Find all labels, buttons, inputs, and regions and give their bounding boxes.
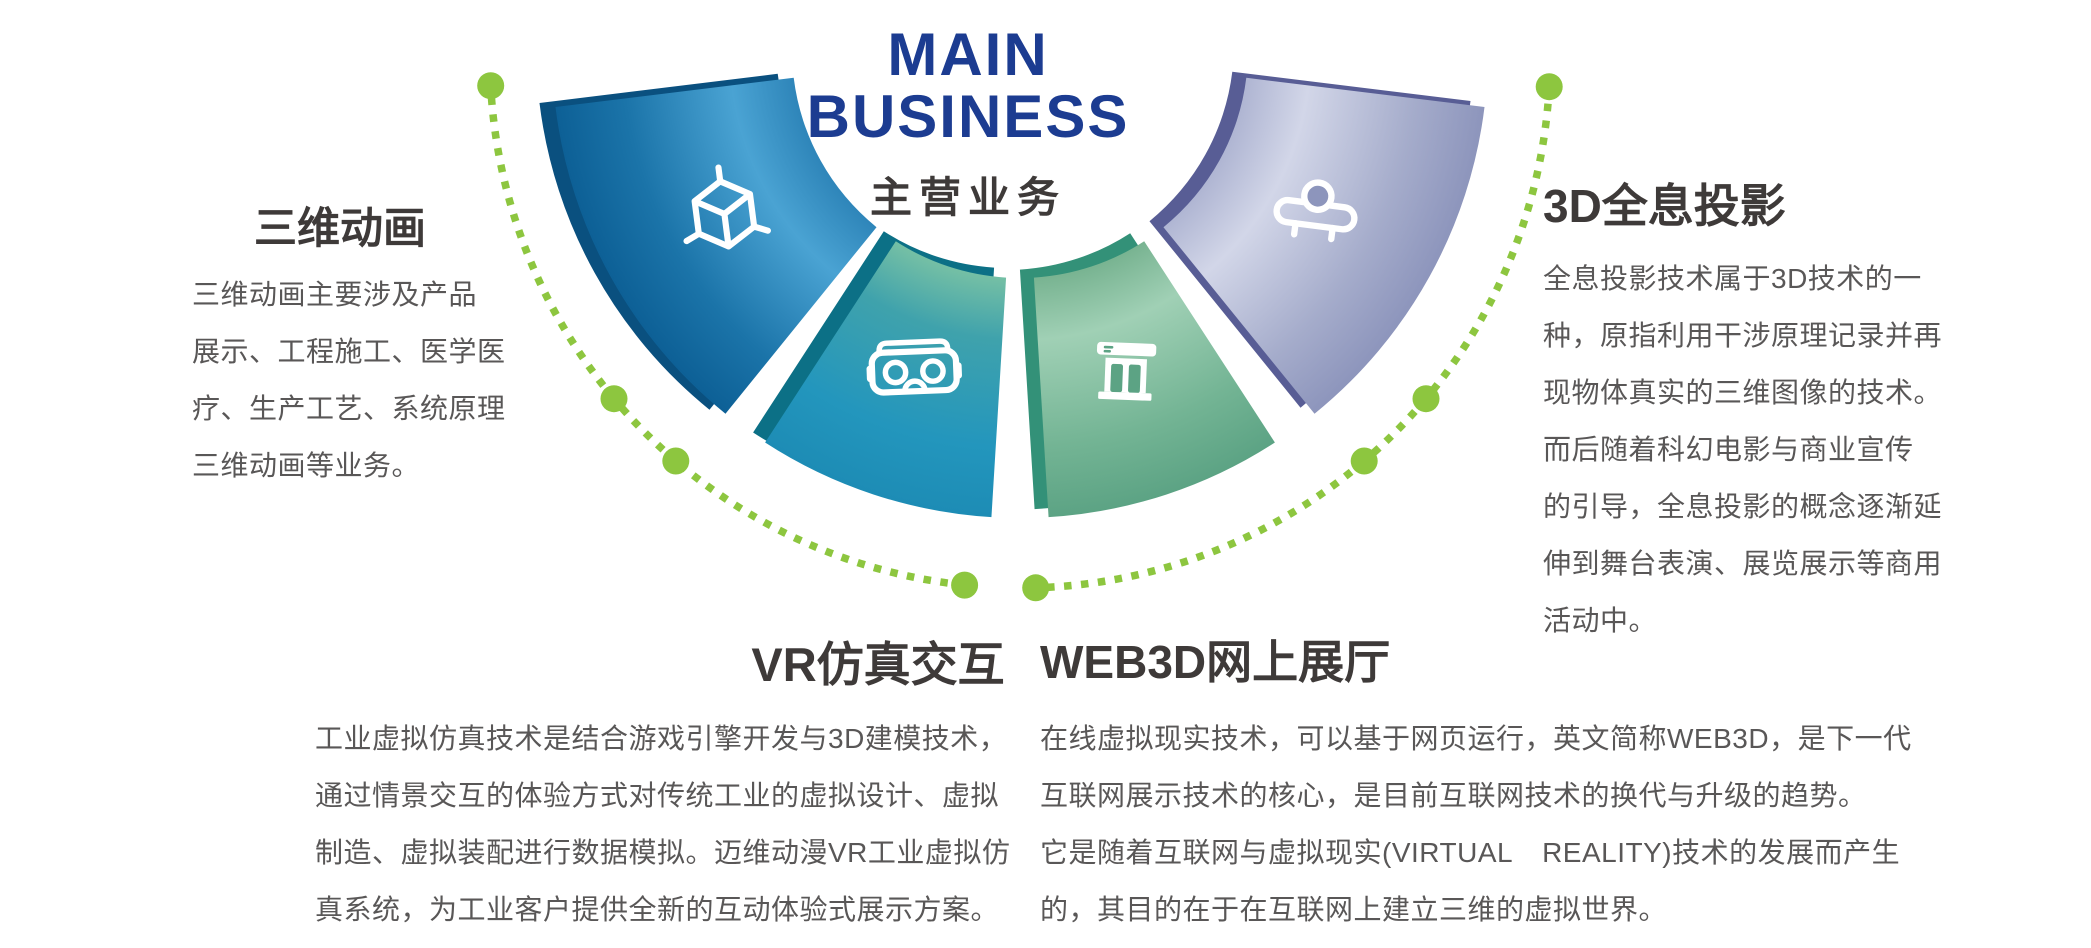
segment-web3d [1019, 233, 1275, 518]
arc-dot [1412, 385, 1440, 413]
body-line: 真系统，为工业客户提供全新的互动体验式展示方案。 [315, 894, 1000, 925]
body-line: 疗、生产工艺、系统原理 [192, 393, 506, 424]
section-title-vr-interaction: VR仿真交互 [751, 638, 1005, 691]
segment-face [1033, 241, 1275, 518]
body-line: 在线虚拟现实技术，可以基于网页运行，英文简称WEB3D，是下一代 [1040, 723, 1912, 754]
page-title-line1: MAIN [887, 21, 1049, 88]
dotted-arc-ring [477, 72, 1563, 602]
header: MAIN BUSINESS 主营业务 [688, 24, 1248, 225]
cube-3d-icon [683, 164, 771, 250]
arc-dot [1022, 574, 1050, 602]
section-body-web3d-hall: 在线虚拟现实技术，可以基于网页运行，英文简称WEB3D，是下一代互联网展示技术的… [1040, 710, 1912, 938]
arc-dot [1350, 447, 1378, 475]
body-line: 三维动画等业务。 [192, 450, 421, 481]
body-line: 活动中。 [1543, 605, 1658, 636]
arc-dot [1535, 73, 1563, 101]
body-line: 三维动画主要涉及产品 [192, 279, 478, 310]
segment-face [1163, 77, 1485, 414]
section-body-3d-holography: 全息投影技术属于3D技术的一种，原指利用干涉原理记录并再现物体真实的三维图像的技… [1543, 250, 2013, 649]
storefront-icon [1096, 341, 1157, 401]
page-subtitle: 主营业务 [869, 174, 1066, 221]
body-line: 互联网展示技术的核心，是目前互联网技术的换代与升级的趋势。 [1040, 780, 1867, 811]
vr-goggles-icon [866, 338, 962, 396]
dotted-arc [1423, 86, 1553, 402]
arc-dot [600, 385, 628, 413]
section-body-3d-animation: 三维动画主要涉及产品展示、工程施工、医学医疗、生产工艺、系统原理三维动画等业务。 [192, 266, 506, 494]
dotted-arc [486, 85, 617, 402]
body-line: 工业虚拟仿真技术是结合游戏引擎开发与3D建模技术， [315, 723, 1008, 754]
page-title-line2: BUSINESS [806, 83, 1130, 150]
segment-animation3d [539, 73, 877, 414]
body-line: 它是随着互联网与虚拟现实(VIRTUAL REALITY)技术的发展而产生 [1040, 837, 1901, 868]
body-line: 全息投影技术属于3D技术的一 [1543, 263, 1922, 294]
body-line: 的引导，全息投影的概念逐渐延 [1543, 491, 1943, 522]
section-title-3d-animation: 三维动画 [254, 205, 426, 253]
segment-vr [753, 231, 1007, 518]
section-body-vr-interaction: 工业虚拟仿真技术是结合游戏引擎开发与3D建模技术， 通过情景交互的体验方式对传统工… [315, 710, 1011, 938]
arc-dot [662, 447, 690, 475]
section-title-web3d-hall: WEB3D网上展厅 [1040, 636, 1391, 688]
dotted-arc [1035, 458, 1367, 592]
body-line: 种，原指利用干涉原理记录并再 [1543, 320, 1943, 351]
body-line: 的，其目的在于在互联网上建立三维的虚拟世界。 [1040, 894, 1668, 925]
body-line: 而后随着科幻电影与商业宣传 [1543, 434, 1914, 465]
body-line: 现物体真实的三维图像的技术。 [1543, 377, 1943, 408]
hologram-icon [1273, 179, 1358, 243]
body-line: 展示、工程施工、医学医 [192, 336, 506, 367]
body-line: 制造、虚拟装配进行数据模拟。迈维动漫VR工业虚拟仿 [315, 837, 1011, 868]
segment-holo [1149, 71, 1485, 414]
body-line: 伸到舞台表演、展览展示等商用 [1543, 548, 1943, 579]
arc-dot [477, 72, 505, 100]
dotted-arc [673, 458, 965, 589]
segment-face [555, 77, 877, 414]
arc-dot [951, 571, 979, 599]
section-title-3d-holography: 3D全息投影 [1543, 180, 1786, 232]
body-line: 通过情景交互的体验方式对传统工业的虚拟设计、虚拟 [315, 780, 1000, 811]
